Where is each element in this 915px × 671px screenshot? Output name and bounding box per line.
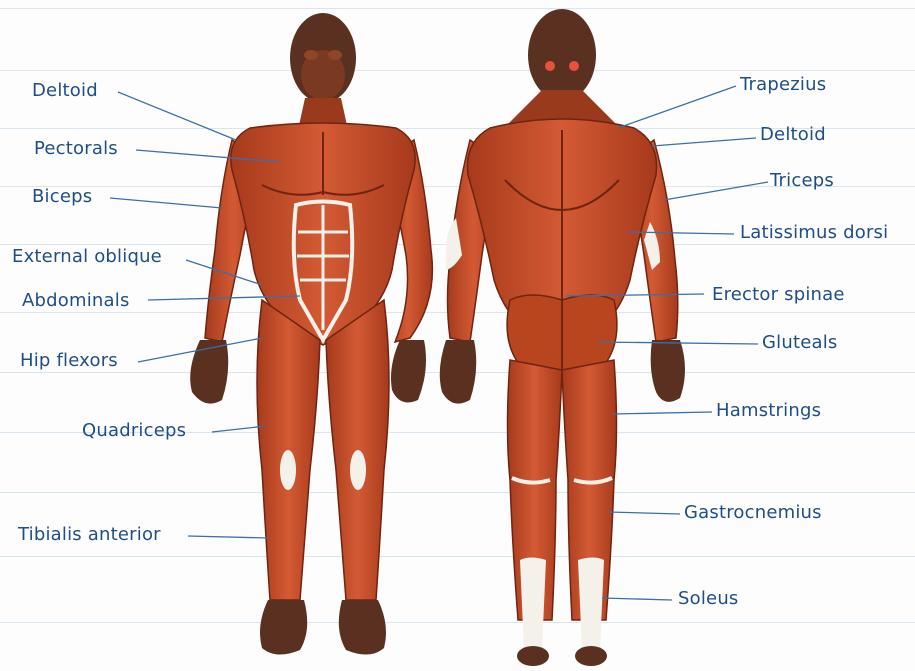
leader-trapezius: [618, 86, 736, 128]
leader-triceps: [664, 182, 768, 200]
front-foot-right: [339, 600, 386, 655]
label-hamstrings: Hamstrings: [716, 400, 821, 421]
front-hand-left: [190, 340, 228, 404]
front-eye-right: [328, 50, 342, 60]
back-heel-right: [575, 646, 607, 666]
back-spot-right: [569, 61, 579, 71]
label-latissimus-dorsi: Latissimus dorsi: [740, 222, 888, 243]
label-abdominals: Abdominals: [22, 290, 130, 311]
leader-tibialis: [188, 536, 268, 538]
label-gluteals: Gluteals: [762, 332, 838, 353]
label-erector-spinae: Erector spinae: [712, 284, 845, 305]
back-spot-left: [545, 61, 555, 71]
label-external-oblique: External oblique: [12, 246, 162, 267]
label-hip-flexors: Hip flexors: [20, 350, 118, 371]
back-heel-left: [517, 646, 549, 666]
back-achilles-right: [578, 558, 604, 651]
back-hand-left: [440, 340, 477, 404]
leader-deltoid-back: [652, 138, 756, 146]
leader-hamstrings: [612, 412, 712, 414]
label-tibialis-anterior: Tibialis anterior: [18, 524, 161, 545]
label-gastrocnemius: Gastrocnemius: [684, 502, 822, 523]
front-leg-right: [326, 300, 389, 600]
label-biceps: Biceps: [32, 186, 92, 207]
front-knee-right: [350, 450, 366, 490]
front-foot-left: [260, 600, 307, 655]
label-deltoid-front: Deltoid: [32, 80, 98, 101]
label-deltoid-back: Deltoid: [760, 124, 826, 145]
front-hand-right: [391, 340, 426, 402]
label-soleus: Soleus: [678, 588, 739, 609]
back-hand-right: [651, 340, 685, 402]
front-knee-left: [280, 450, 296, 490]
label-pectorals: Pectorals: [34, 138, 118, 159]
front-eye-left: [304, 50, 318, 60]
front-figure: [190, 13, 432, 655]
front-leg-left: [257, 300, 320, 600]
back-achilles-left: [520, 558, 546, 651]
label-quadriceps: Quadriceps: [82, 420, 186, 441]
label-trapezius: Trapezius: [740, 74, 826, 95]
back-figure: [440, 9, 685, 666]
leader-biceps: [110, 198, 222, 208]
leader-gastrocnemius: [608, 512, 680, 514]
leader-soleus: [602, 598, 672, 600]
leader-deltoid-front: [118, 92, 236, 140]
back-head: [528, 9, 596, 101]
label-triceps: Triceps: [770, 170, 834, 191]
